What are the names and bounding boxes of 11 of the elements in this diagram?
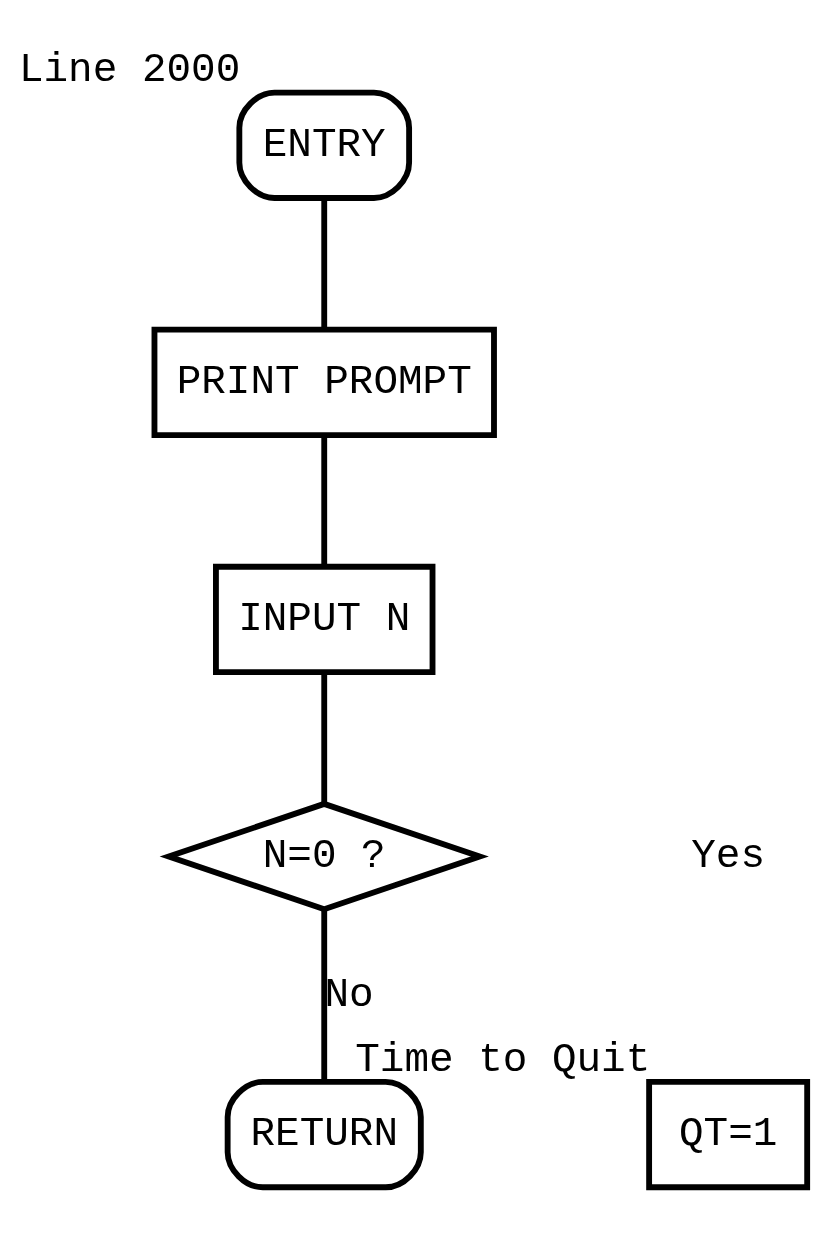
connector xyxy=(321,908,328,1081)
node-box: INPUT N xyxy=(213,563,436,675)
node-box: ENTRY xyxy=(236,89,413,201)
edge-label: No xyxy=(324,971,374,1018)
connector xyxy=(321,435,328,566)
node-box: QT=1 xyxy=(646,1078,811,1190)
connector xyxy=(321,672,328,804)
node-box: RETURN xyxy=(224,1078,424,1190)
node-diamond: N=0 ? xyxy=(159,800,489,912)
node-box: PRINT PROMPT xyxy=(151,326,497,438)
label: Yes xyxy=(691,832,766,879)
